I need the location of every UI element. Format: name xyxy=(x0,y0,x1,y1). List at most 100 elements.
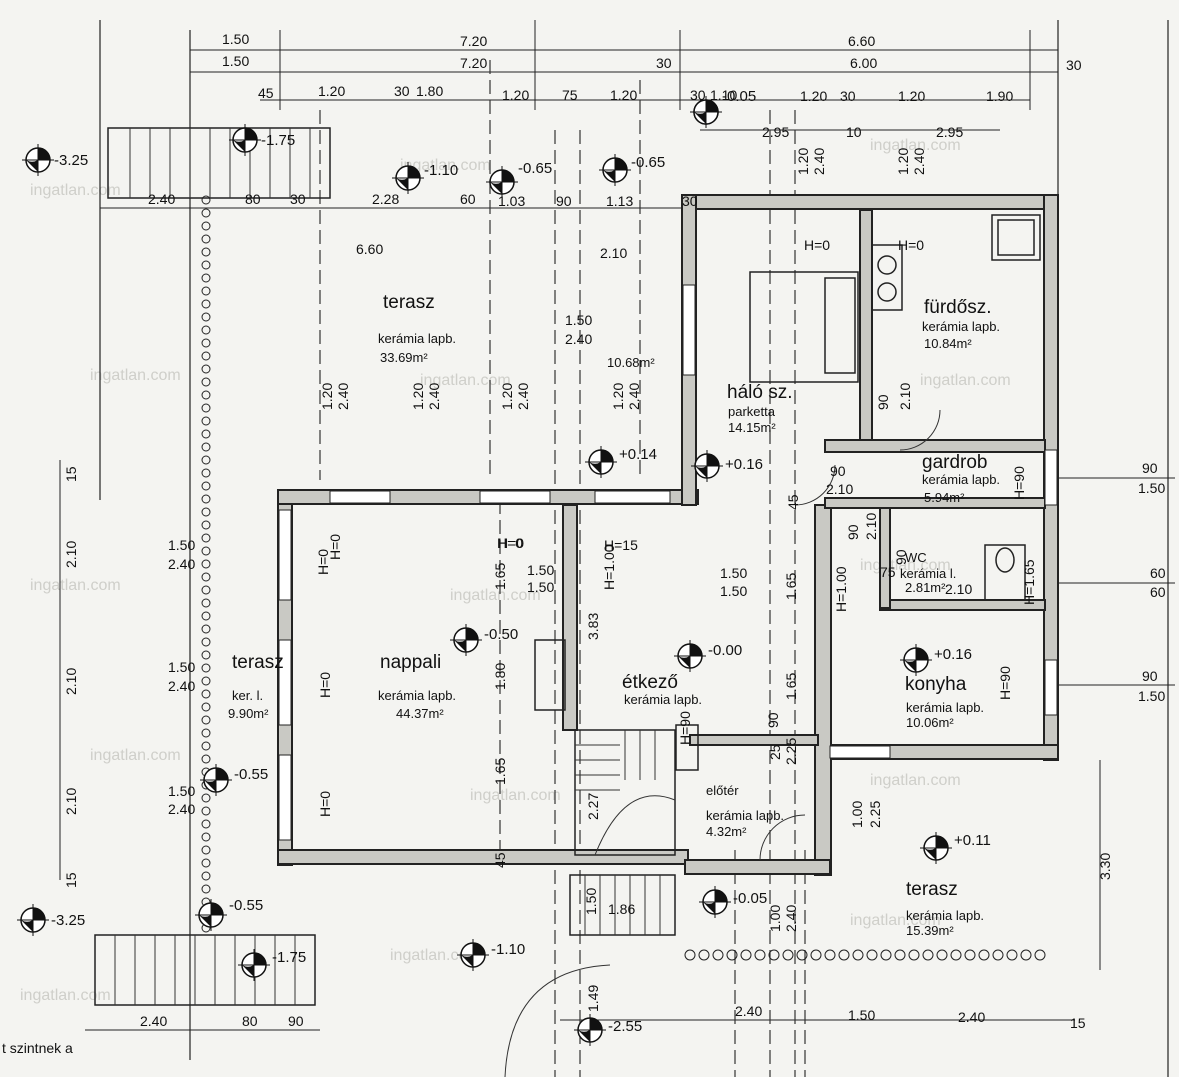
dim-label: 60 xyxy=(460,191,476,207)
railing-post xyxy=(712,949,724,961)
railing-post xyxy=(810,949,822,961)
dim-label: 2.10 xyxy=(863,513,879,540)
railing-post xyxy=(201,793,211,803)
dim-label: 30 xyxy=(690,87,706,103)
dim-label: 2.10 xyxy=(63,668,79,695)
level-marker: +0.16 xyxy=(900,644,972,676)
dim-label: 1.50 xyxy=(222,31,249,47)
room-nappali-material: kerámia lapb. xyxy=(378,688,456,703)
room-furdo-material: kerámia lapb. xyxy=(922,319,1000,334)
level-marker-quadrant xyxy=(678,656,690,668)
level-marker: -3.25 xyxy=(17,904,85,936)
railing-post xyxy=(740,949,752,961)
level-marker-quadrant xyxy=(396,178,408,190)
dim-label: H=90 xyxy=(1011,466,1027,500)
railing-post xyxy=(201,403,211,413)
railing-post xyxy=(754,949,766,961)
dim-label: 7.20 xyxy=(460,33,487,49)
dim-label: 30 xyxy=(840,88,856,104)
dim-label: 2.40 xyxy=(811,148,827,175)
railing-post xyxy=(201,468,211,478)
level-marker-quadrant xyxy=(589,462,601,474)
level-marker-quadrant xyxy=(204,780,216,792)
railing-post xyxy=(201,689,211,699)
dim-label: H=0 xyxy=(317,672,333,698)
railing-post xyxy=(1006,949,1018,961)
railing-post xyxy=(201,234,211,244)
railing-post xyxy=(201,702,211,712)
dim-label: 1.80 xyxy=(416,83,443,99)
dim-label: 6.00 xyxy=(850,55,877,71)
dim-label: 1.90 xyxy=(986,88,1013,104)
level-marker: -0.65 xyxy=(486,160,552,198)
railing-post xyxy=(201,260,211,270)
dim-label: 2.95 xyxy=(762,124,789,140)
level-marker-quadrant xyxy=(694,112,706,124)
railing-post xyxy=(201,208,211,218)
level-value: -0.55 xyxy=(229,897,263,914)
dim-label: 80 xyxy=(242,1013,258,1029)
level-marker-quadrant xyxy=(245,128,257,140)
level-marker: -0.55 xyxy=(195,897,263,931)
level-marker: +0.14 xyxy=(585,446,657,478)
room-eloter-material: kerámia lapb. xyxy=(706,808,784,823)
level-marker-quadrant xyxy=(26,160,38,172)
dim-label: 90 xyxy=(830,463,846,479)
dim-label: 1.20 xyxy=(502,87,529,103)
level-marker-quadrant xyxy=(615,158,627,170)
dim-label: H=0 xyxy=(498,535,524,551)
level-marker: -0.00 xyxy=(674,640,742,672)
level-value: -0.55 xyxy=(234,766,268,783)
level-value: +0.11 xyxy=(954,832,991,849)
railing-post xyxy=(201,559,211,569)
level-marker-quadrant xyxy=(936,836,948,848)
railing-post xyxy=(824,949,836,961)
dim-label: 30 xyxy=(656,55,672,71)
dim-label: 2.40 xyxy=(626,383,642,410)
level-marker-quadrant xyxy=(603,170,615,182)
level-marker-quadrant xyxy=(408,166,420,178)
watermark: ingatlan.com xyxy=(90,367,181,384)
fixtures xyxy=(504,214,1041,1077)
room-gardrob-name: gardrob xyxy=(922,452,988,473)
level-marker-quadrant xyxy=(924,848,936,860)
dim-label: H=0 xyxy=(317,791,333,817)
level-marker-quadrant xyxy=(233,140,245,152)
dim-label: 1.65 xyxy=(783,673,799,700)
dim-label: 15 xyxy=(63,872,79,888)
room-konyha-area: 10.06m² xyxy=(906,715,954,730)
railing-post xyxy=(201,754,211,764)
dim-label: 2.40 xyxy=(911,148,927,175)
dim-label: 6.60 xyxy=(848,33,875,49)
railing-post xyxy=(201,806,211,816)
level-value: -0.05 xyxy=(722,88,756,105)
dim-label: 2.40 xyxy=(335,383,351,410)
room-terasz-right-material: kerámia lapb. xyxy=(906,908,984,923)
dim-label: 2.40 xyxy=(565,331,592,347)
dim-label: 60 xyxy=(1150,584,1166,600)
dim-label: H=0 xyxy=(898,237,924,253)
railing-post xyxy=(922,949,934,961)
room-furdo-area: 10.84m² xyxy=(924,336,972,351)
railing-post xyxy=(1020,949,1032,961)
railing-post xyxy=(838,949,850,961)
watermark: ingatlan.com xyxy=(850,912,941,929)
level-marker: -0.50 xyxy=(450,624,518,656)
level-value: -0.00 xyxy=(708,642,742,659)
railing-post xyxy=(201,676,211,686)
railing-post xyxy=(201,273,211,283)
windows xyxy=(278,284,1058,841)
level-marker-quadrant xyxy=(578,1030,590,1042)
dim-label: 1.65 xyxy=(492,563,508,590)
dim-label: 2.40 xyxy=(140,1013,167,1029)
dim-label: 1.13 xyxy=(606,193,633,209)
level-value: +0.16 xyxy=(934,646,972,663)
level-value: -1.10 xyxy=(424,162,458,179)
dim-label: 75 xyxy=(562,87,578,103)
level-value: +0.16 xyxy=(725,456,763,473)
dim-label: 1.00 xyxy=(767,905,783,932)
railing-post xyxy=(201,351,211,361)
level-marker-quadrant xyxy=(590,1018,602,1030)
dimension-lines xyxy=(59,20,1175,1077)
room-wc-material: kerámia l. xyxy=(900,566,956,581)
